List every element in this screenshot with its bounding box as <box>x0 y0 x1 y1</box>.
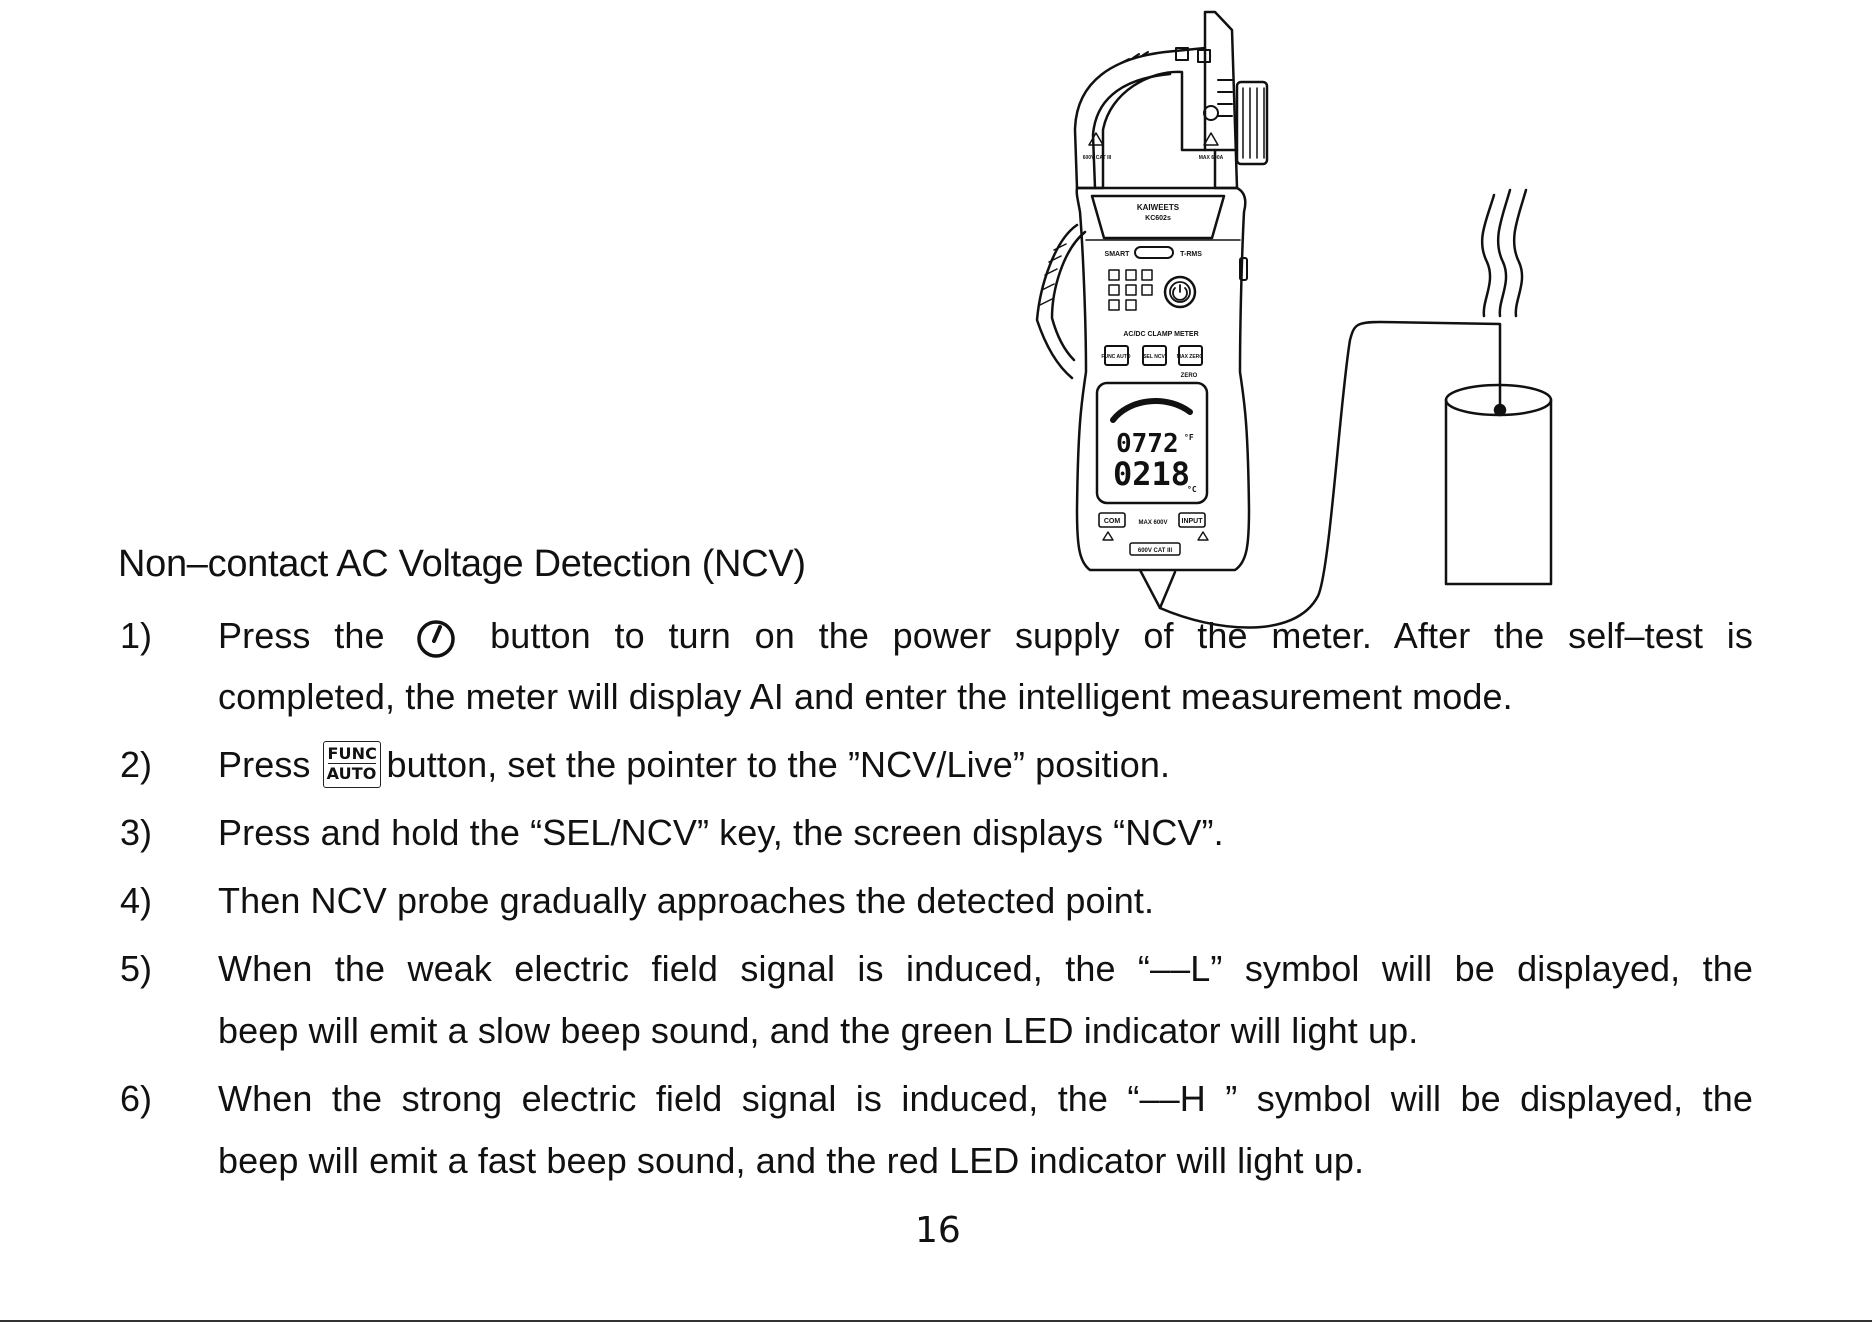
lcd-bottom-unit: °C <box>1187 485 1197 494</box>
item-2-post-text: button, set the pointer to the ”NCV/Live… <box>386 744 1171 786</box>
trms-label: T-RMS <box>1180 251 1202 258</box>
jaw-left-rating: 600V CAT III <box>1083 155 1112 161</box>
bottom-rule <box>0 1320 1872 1322</box>
test-wire <box>1158 320 1502 629</box>
brand-label: KAIWEETS <box>1137 203 1180 212</box>
power-button <box>1163 275 1197 309</box>
item-6-line-2: beep will emit a fast beep sound, and th… <box>218 1140 1365 1181</box>
item-4-text: Then NCV probe gradually approaches the … <box>218 880 1155 921</box>
item-5-line-2: beep will emit a slow beep sound, and th… <box>218 1010 1419 1051</box>
sel-ncv-key <box>1142 345 1167 366</box>
power-icon <box>408 617 466 659</box>
item-2-pre-text: Press <box>218 744 311 786</box>
item-3-text: Press and hold the “SEL/NCV” key, the sc… <box>218 812 1224 853</box>
item-1-post-text: button to turn on the power supply of th… <box>490 615 1753 656</box>
item-2-number: 2) <box>120 744 153 785</box>
hand-guard <box>1035 223 1079 380</box>
item-5-line-1: When the weak electric field signal is i… <box>218 948 1753 989</box>
electric-field-waves <box>1480 188 1528 318</box>
item-1-line-2: completed, the meter will display AI and… <box>218 676 1513 717</box>
item-1-line-1: Press the button to turn on the power su… <box>218 615 1753 659</box>
jaw-right-rating: MAX 600A <box>1199 155 1224 161</box>
ncv-probe-tip <box>1138 568 1177 610</box>
lcd-display <box>1095 381 1209 505</box>
voltage-source-cylinder <box>1444 398 1553 586</box>
lcd-top-unit: °F <box>1184 433 1194 442</box>
smart-label: SMART <box>1105 251 1131 258</box>
max-zero-key <box>1178 345 1203 366</box>
zero-label: ZERO <box>1181 373 1198 379</box>
section-heading: Non–contact AC Voltage Detection (NCV) <box>118 543 806 585</box>
clamp-jaw <box>1073 46 1207 190</box>
max-zero-key-label: MAX ZERO <box>1177 354 1204 360</box>
trigger-ribs <box>1235 80 1269 166</box>
func-auto-key <box>1104 345 1129 366</box>
item-1-number: 1) <box>120 615 153 656</box>
input-jack-label: INPUT <box>1182 518 1204 525</box>
sel-ncv-key-label: SEL NCV <box>1143 354 1165 360</box>
item-4-number: 4) <box>120 880 153 921</box>
cat-rating-label: 600V CAT III <box>1138 548 1173 554</box>
lcd-bottom-reading: 0218 <box>1113 455 1190 493</box>
page-number: 16 <box>915 1210 961 1251</box>
func-auto-key-label: FUNC AUTO <box>1101 354 1130 360</box>
func-key-top-label: FUNC <box>327 744 377 764</box>
meter-type-label: AC/DC CLAMP METER <box>1123 331 1198 338</box>
item-6-number: 6) <box>120 1078 153 1119</box>
meter-body <box>1075 186 1251 572</box>
item-6-line-1: When the strong electric field signal is… <box>218 1078 1753 1119</box>
func-key-bottom-label: AUTO <box>326 764 377 783</box>
item-5-number: 5) <box>120 948 153 989</box>
item-3-number: 3) <box>120 812 153 853</box>
clamp-trigger <box>1203 10 1239 190</box>
item-1-pre-text: Press the <box>218 615 385 656</box>
lcd-top-reading: 0772 <box>1116 429 1179 459</box>
max-rating-label: MAX 600V <box>1138 520 1167 526</box>
com-jack-label: COM <box>1104 518 1121 525</box>
model-label: KC602s <box>1145 215 1171 222</box>
